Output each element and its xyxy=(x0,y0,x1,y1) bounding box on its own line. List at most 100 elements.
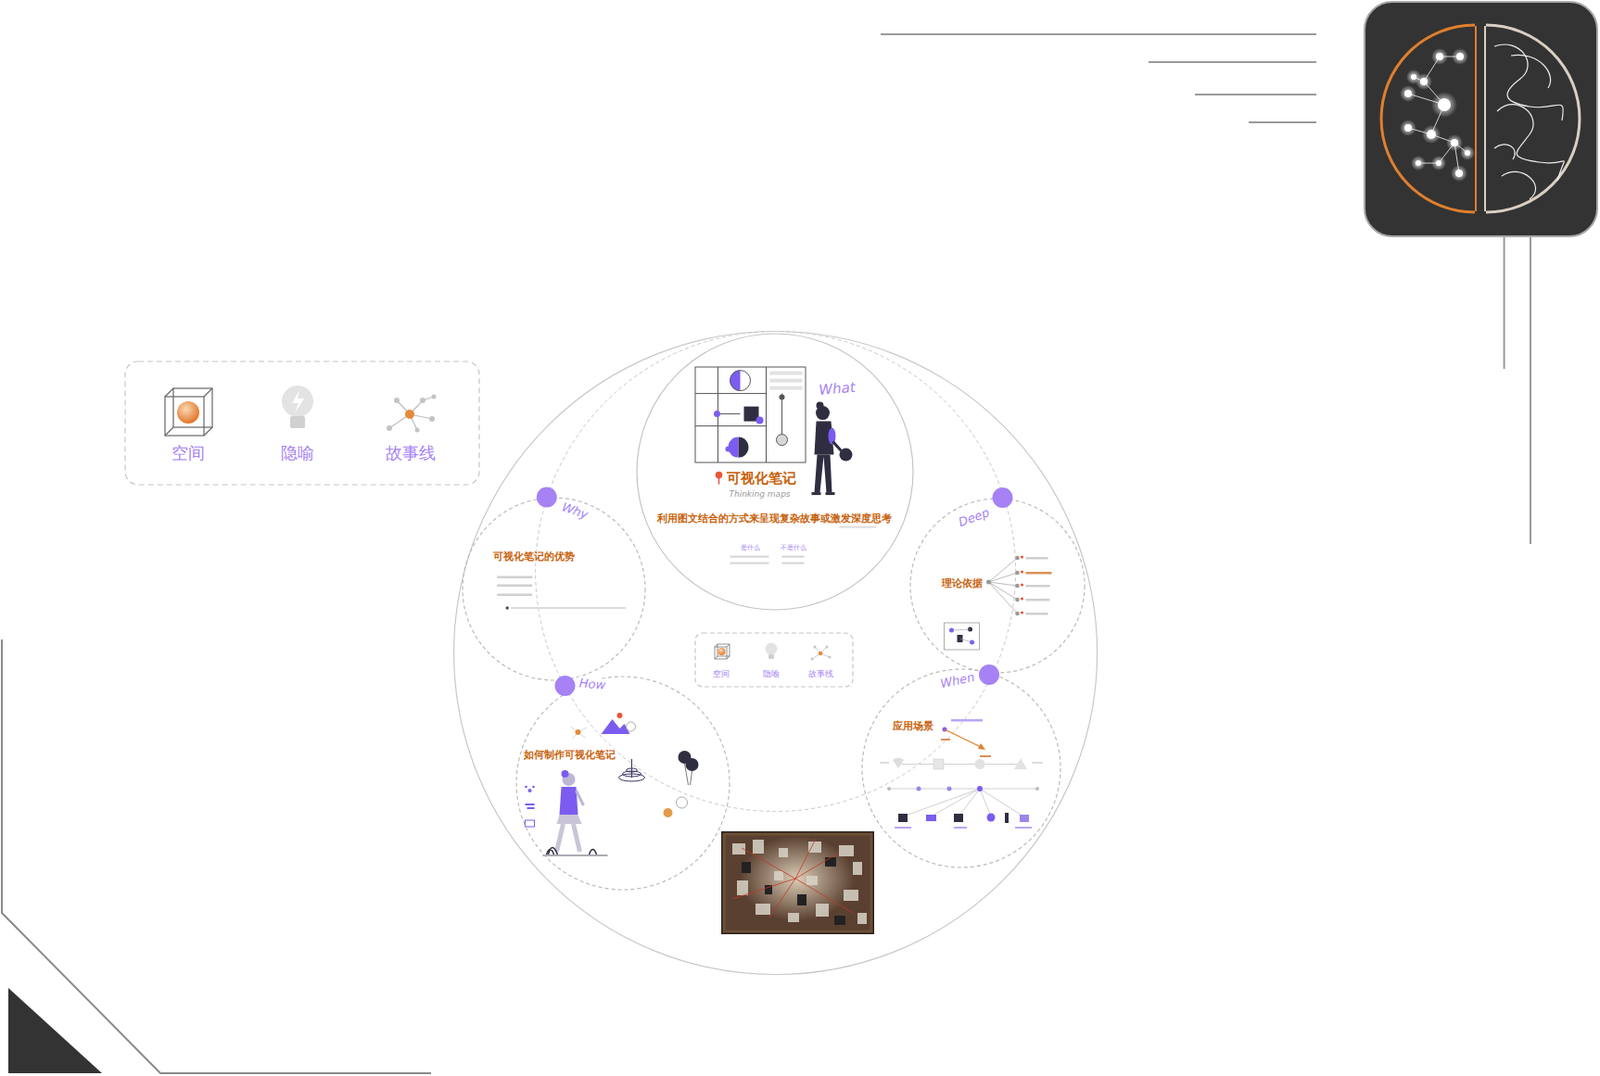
concept-panel-border xyxy=(695,633,853,687)
photo-evidence-board xyxy=(721,831,875,935)
description: 利用图文结合的方式来呈现复杂故事或激发深度思考 xyxy=(655,513,894,526)
when-illustration xyxy=(947,787,953,792)
deep-illustration xyxy=(989,558,1018,614)
what-illustration xyxy=(770,371,803,376)
rule-lines xyxy=(880,34,1531,545)
when-illustration xyxy=(1014,758,1028,770)
photo-evidence-board xyxy=(806,876,818,886)
photo-evidence-board xyxy=(795,878,853,914)
how-circle-outline xyxy=(515,675,731,891)
concept-panel-outline xyxy=(694,632,854,688)
photo-evidence-board xyxy=(778,848,788,858)
why-illustration xyxy=(505,606,509,610)
photo-evidence-board xyxy=(843,889,859,902)
why-circle: Why可视化笔记的优势 xyxy=(461,496,647,682)
brain-icon xyxy=(1501,171,1537,200)
brain-icon xyxy=(1494,44,1564,200)
legend-panel: 空间隐喻故事线 xyxy=(124,360,481,486)
concept-icons-small xyxy=(811,658,814,661)
brain-icon xyxy=(1460,145,1475,161)
what-circle-border xyxy=(636,333,914,610)
what-illustration xyxy=(730,370,751,392)
what-illustration xyxy=(738,437,750,458)
concept-icons-small xyxy=(768,654,775,660)
when-illustration xyxy=(894,826,912,829)
rule-lines xyxy=(1248,121,1317,124)
photo-evidence-board xyxy=(721,831,875,935)
what-illustration xyxy=(776,434,788,446)
concept-icons-small xyxy=(828,656,832,660)
what-illustration xyxy=(839,448,853,462)
photo-evidence-board xyxy=(838,845,854,857)
how-illustration xyxy=(619,759,646,782)
brain-icon xyxy=(1364,1,1598,237)
photo-evidence-board xyxy=(732,878,796,900)
how-illustration xyxy=(589,850,597,856)
column-heading: 是什么 xyxy=(738,544,762,552)
photo-evidence-board xyxy=(736,880,749,896)
when-illustration xyxy=(977,786,983,792)
concept-icons xyxy=(165,388,213,436)
what-illustration xyxy=(715,471,724,480)
concept-icons xyxy=(203,427,213,436)
brain-icon xyxy=(1450,165,1468,182)
brain-icon xyxy=(1435,160,1442,166)
what-illustration xyxy=(717,413,741,415)
concept-icons xyxy=(203,388,213,397)
concept-icons xyxy=(419,397,426,404)
how-illustration xyxy=(524,786,535,827)
concept-icons xyxy=(165,396,204,436)
why-illustration xyxy=(496,576,533,580)
rule-lines xyxy=(1503,236,1506,369)
how-illustration xyxy=(676,797,688,809)
what-illustration xyxy=(695,367,806,463)
corner-frame xyxy=(1,639,432,1074)
how-illustration xyxy=(575,729,582,736)
outer-ring xyxy=(454,331,1098,976)
concept-icons-small xyxy=(714,643,832,661)
photo-evidence-board xyxy=(852,862,863,876)
photo-evidence-board xyxy=(815,903,829,917)
what-illustration xyxy=(730,556,770,559)
deep-illustration xyxy=(1015,584,1020,589)
when-illustration xyxy=(888,788,1038,790)
when-illustration xyxy=(940,738,951,741)
why-circle-border xyxy=(462,497,646,681)
how-illustration xyxy=(524,786,528,789)
photo-evidence-board xyxy=(741,862,751,874)
when-illustration xyxy=(933,759,944,770)
corner-frame xyxy=(1,639,432,1074)
deep-illustration xyxy=(1026,584,1051,588)
deep-illustration xyxy=(1026,557,1049,560)
photo-evidence-board xyxy=(769,878,796,918)
why-illustration xyxy=(496,584,533,588)
concept-icons xyxy=(292,390,305,414)
brain-icon xyxy=(1451,48,1469,65)
what-illustration xyxy=(695,367,877,565)
brain-icon xyxy=(1494,144,1515,160)
how-circle: How如何制作可视化笔记 xyxy=(515,675,731,891)
rule-lines xyxy=(880,33,1317,36)
concept-icons xyxy=(290,416,305,429)
concept-icons-small xyxy=(718,647,726,656)
brain-icon xyxy=(1474,25,1477,212)
brain-icon xyxy=(1431,155,1447,171)
when-illustration xyxy=(892,758,904,770)
brain-icon xyxy=(1464,150,1471,156)
how-illustration xyxy=(557,814,583,825)
brain-icon xyxy=(1404,89,1412,98)
deep-illustration xyxy=(989,582,1018,600)
when-illustration xyxy=(879,719,1043,829)
brain-icon xyxy=(1399,119,1417,137)
deep-illustration xyxy=(1020,555,1024,614)
section-dot xyxy=(991,487,1013,508)
when-illustration xyxy=(1015,826,1032,829)
brain-icon xyxy=(1364,1,1598,237)
when-illustration xyxy=(979,788,1024,817)
section-dot xyxy=(536,486,558,508)
why-illustration xyxy=(496,594,533,597)
deep-illustration xyxy=(989,558,1018,583)
brain-icon xyxy=(1455,169,1463,178)
